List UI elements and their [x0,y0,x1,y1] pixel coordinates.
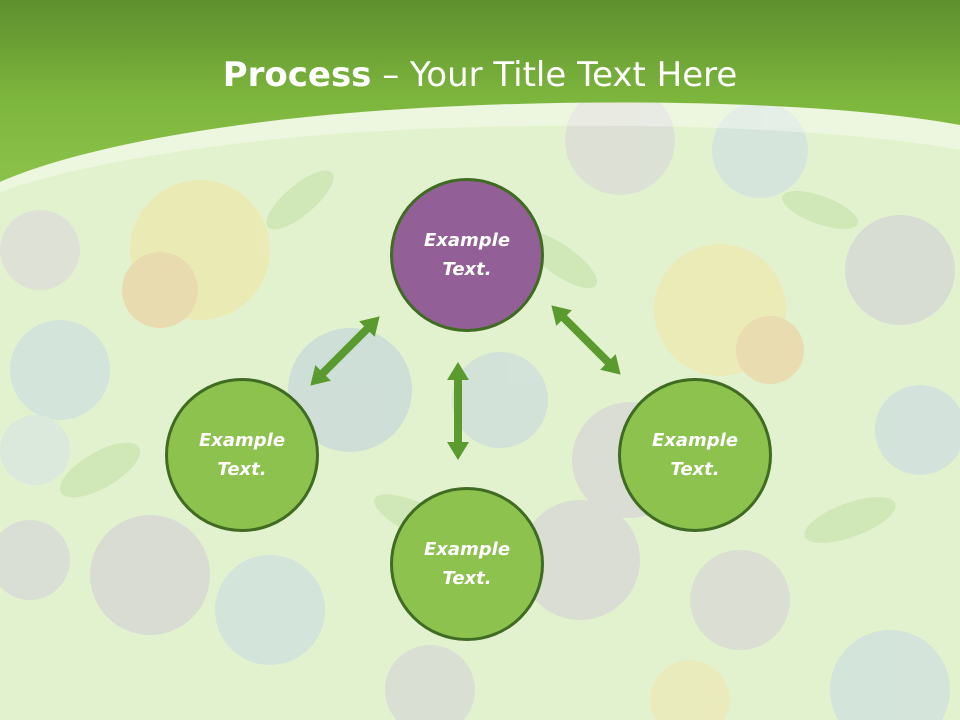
center-node: Example Text. [390,178,544,332]
slide-title: Process – Your Title Text Here [0,52,960,98]
arrow-center-left [307,316,380,386]
right-node-label: Example Text. [651,430,739,480]
title-rest-part: – Your Title Text Here [371,55,738,95]
right-node: Example Text. [618,378,772,532]
left-node: Example Text. [165,378,319,532]
bottom-node-label: Example Text. [423,539,511,589]
left-node-label: Example Text. [198,430,286,480]
arrow-center-right [551,302,621,375]
title-bold-part: Process [222,55,372,95]
bottom-node: Example Text. [390,487,544,641]
arrow-center-bottom [447,362,469,460]
center-node-label: Example Text. [423,230,511,280]
